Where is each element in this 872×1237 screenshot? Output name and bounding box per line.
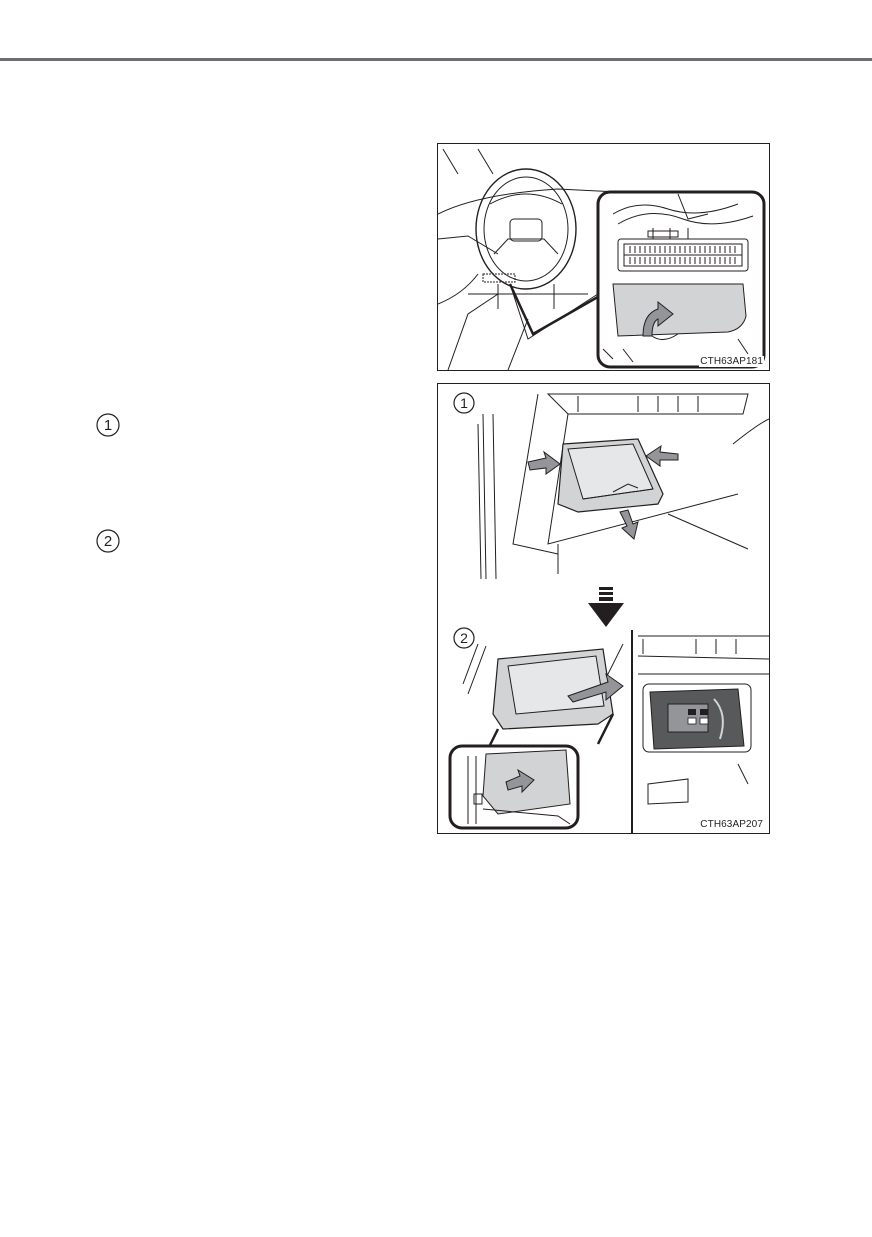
step-marker-1: 1 [96, 413, 120, 437]
panel-label-2-circle [453, 627, 475, 649]
step-marker-2: 2 [96, 529, 120, 553]
panel-label-2: 2 [460, 630, 468, 646]
top-rule [0, 58, 872, 61]
step-marker-2-label: 2 [104, 533, 112, 550]
figure-code: CTH63AP181 [699, 356, 764, 367]
figure-dashboard-connector: CTH63AP181 [437, 143, 770, 371]
panel-label-1: 1 [460, 395, 468, 411]
figure-glove-box-removal: 1 2 [437, 383, 770, 834]
step-marker-1-label: 1 [104, 417, 112, 434]
glove-box-removal-icon: 1 2 [448, 392, 769, 833]
dashboard-connector-cover-icon [438, 148, 766, 370]
figure-code: CTH63AP207 [699, 819, 764, 830]
panel-label-1-circle [453, 392, 475, 414]
